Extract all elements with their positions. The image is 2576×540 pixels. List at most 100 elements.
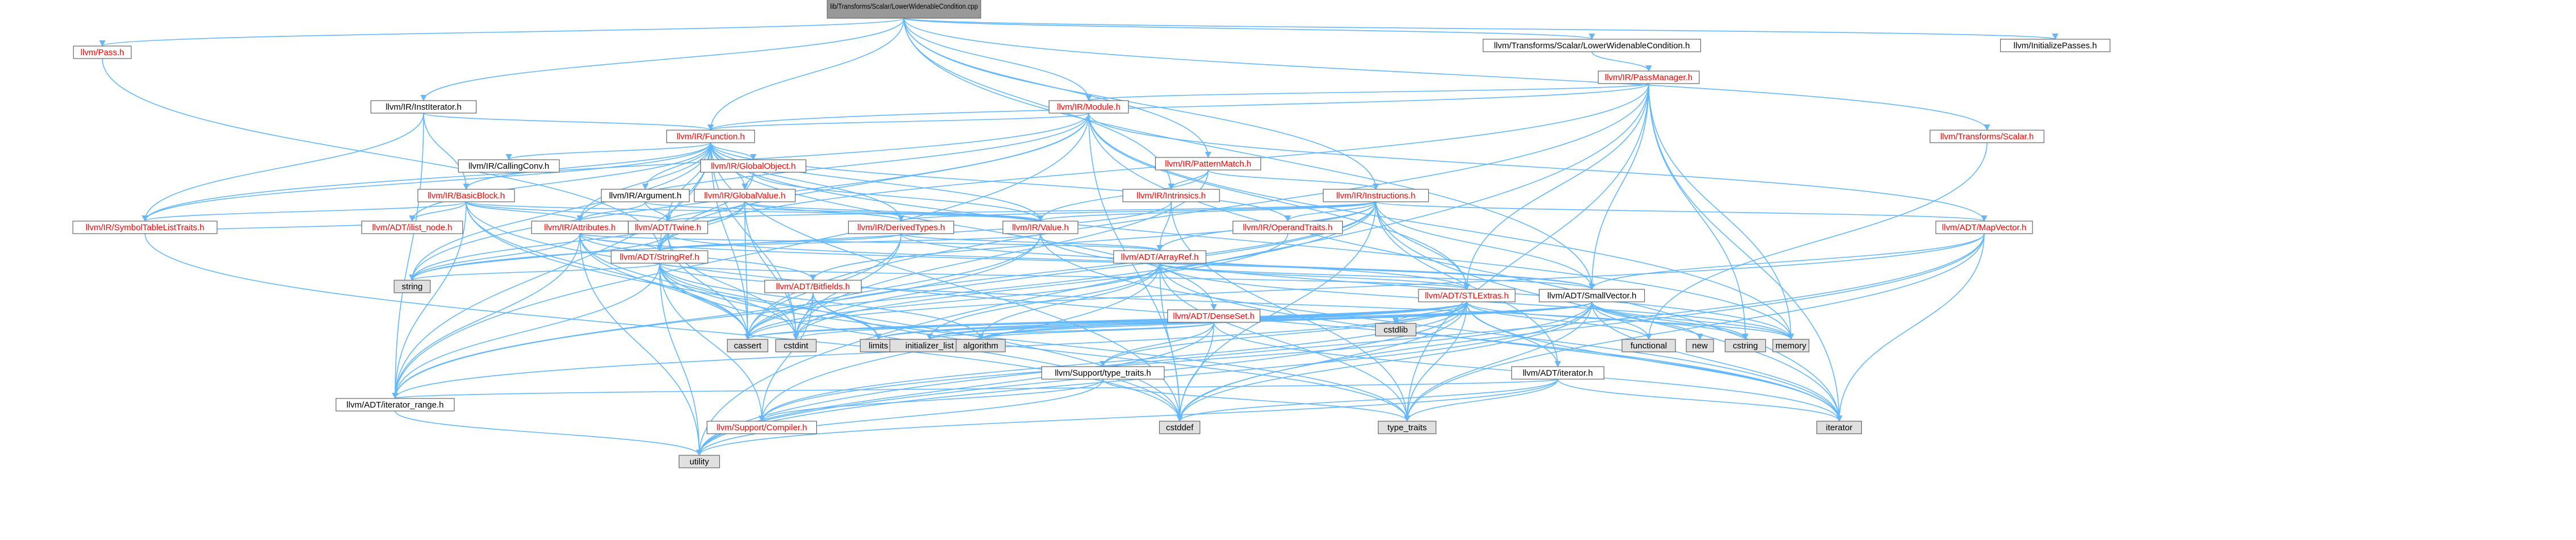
node-box: [73, 45, 132, 59]
node-intrinsics[interactable]: llvm/IR/Intrinsics.h: [1122, 189, 1220, 202]
node-globalvalue[interactable]: llvm/IR/GlobalValue.h: [694, 189, 796, 202]
node-cstdlib: cstdlib: [1375, 323, 1417, 337]
node-box: [1598, 70, 1700, 84]
node-label: llvm/ADT/StringRef.h: [620, 252, 699, 262]
node-label: llvm/Support/type_traits.h: [1055, 368, 1151, 378]
node-stlextras[interactable]: llvm/ADT/STLExtras.h: [1418, 289, 1516, 302]
node-bitfields[interactable]: llvm/ADT/Bitfields.h: [764, 280, 862, 293]
node-box: [1724, 339, 1766, 352]
edge-arrayref-to-smallvector: [1159, 263, 1595, 290]
edge-mapvector-to-utility: [696, 233, 1985, 456]
node-adtiterator[interactable]: llvm/ADT/iterator.h: [1511, 366, 1604, 380]
node-derivedtypes[interactable]: llvm/IR/DerivedTypes.h: [848, 221, 955, 234]
node-argument[interactable]: llvm/IR/Argument.h: [600, 189, 690, 202]
edge-function-to-cstdint: [710, 142, 799, 340]
node-label: llvm/IR/Attributes.h: [544, 223, 616, 232]
edge-module-to-symtab: [142, 113, 1089, 222]
node-box: [956, 339, 1006, 352]
edge-function-to-operandtraits: [710, 142, 1291, 222]
edge-module-to-stlextras: [1088, 113, 1470, 290]
edge-root-to-module: [903, 18, 1092, 102]
node-instructions[interactable]: llvm/IR/Instructions.h: [1322, 189, 1429, 202]
node-label: utility: [690, 457, 710, 467]
edge-institer-to-symtab: [142, 113, 424, 222]
edge-adtiterator-to-utility: [696, 379, 1558, 456]
node-typetraitsllvm[interactable]: llvm/Support/type_traits.h: [1041, 366, 1165, 380]
edge-smallvector-to-new: [1591, 301, 1703, 340]
node-box: [1113, 250, 1206, 264]
node-label: llvm/ADT/ilist_node.h: [372, 223, 453, 232]
node-box: [848, 221, 955, 234]
node-value[interactable]: llvm/IR/Value.h: [1002, 221, 1078, 234]
node-module[interactable]: llvm/IR/Module.h: [1048, 100, 1129, 114]
node-lowerwc[interactable]: llvm/Transforms/Scalar/LowerWidenableCon…: [1483, 39, 1702, 52]
node-attributes[interactable]: llvm/IR/Attributes.h: [531, 221, 629, 234]
node-operandtraits[interactable]: llvm/IR/OperandTraits.h: [1233, 221, 1343, 234]
edge-twine-to-string: [409, 233, 669, 281]
edge-stringref-to-iterrange: [392, 263, 660, 400]
node-basicblock[interactable]: llvm/IR/BasicBlock.h: [417, 189, 515, 202]
edge-value-to-cassert: [744, 233, 1041, 340]
edge-basicblock-to-iterator: [466, 201, 1843, 422]
edge-instructions-to-bitfields: [810, 201, 1376, 281]
node-label: initializer_list: [905, 341, 954, 351]
node-iterrange[interactable]: llvm/ADT/iterator_range.h: [335, 398, 455, 412]
node-globalobject[interactable]: llvm/IR/GlobalObject.h: [700, 159, 807, 173]
node-box: [361, 221, 463, 234]
dependency-edges: [99, 18, 2058, 456]
edge-smallvector-to-cstring: [1591, 301, 1749, 340]
edge-value-to-iterrange: [392, 233, 1041, 400]
edge-root-to-lowerwc: [903, 18, 1595, 40]
node-box: [678, 455, 720, 468]
edge-globalvalue-to-value: [744, 201, 1044, 222]
edge-instructions-to-smallvector: [1375, 201, 1595, 290]
node-box: [1686, 339, 1714, 352]
edge-globalvalue-to-cassert: [744, 201, 751, 340]
edge-module-to-iterator: [1088, 113, 1843, 422]
node-denseset[interactable]: llvm/ADT/DenseSet.h: [1167, 309, 1260, 323]
node-ilistnode[interactable]: llvm/ADT/ilist_node.h: [361, 221, 463, 234]
node-arrayref[interactable]: llvm/ADT/ArrayRef.h: [1113, 250, 1206, 264]
edge-root-to-smallvector: [903, 18, 1595, 290]
node-callingconv[interactable]: llvm/IR/CallingConv.h: [458, 159, 560, 173]
node-box: [72, 221, 218, 234]
node-box: [1935, 221, 2033, 234]
node-initpasses[interactable]: llvm/InitializePasses.h: [2000, 39, 2111, 52]
edge-smallvector-to-iterator: [1591, 301, 1843, 422]
node-twine[interactable]: llvm/ADT/Twine.h: [628, 221, 708, 234]
edge-basicblock-to-symtab: [142, 201, 467, 222]
edge-instructions-to-value: [1037, 201, 1376, 222]
edge-adtiterator-to-iterator: [1557, 379, 1843, 422]
node-box: [827, 0, 981, 19]
node-scalar[interactable]: llvm/Transforms/Scalar.h: [1930, 130, 2044, 143]
edge-stlextras-to-functional: [1466, 301, 1652, 340]
edge-bitfields-to-typetraits: [812, 292, 1411, 422]
node-label: cassert: [734, 341, 762, 351]
node-stringref[interactable]: llvm/ADT/StringRef.h: [611, 250, 708, 264]
node-root[interactable]: lib/Transforms/Scalar/LowerWidenableCond…: [827, 0, 981, 19]
node-string: string: [393, 280, 431, 293]
edge-function-to-symtab: [142, 142, 711, 222]
node-smallvector[interactable]: llvm/ADT/SmallVector.h: [1538, 289, 1645, 302]
node-function[interactable]: llvm/IR/Function.h: [666, 130, 755, 143]
edge-root-to-function: [707, 18, 905, 131]
node-institer[interactable]: llvm/IR/InstIterator.h: [370, 100, 477, 114]
edge-stringref-to-compiler: [659, 263, 765, 422]
node-box: [1538, 289, 1645, 302]
node-box: [417, 189, 515, 202]
edge-institer-to-function: [423, 113, 714, 131]
node-label: new: [1692, 341, 1708, 351]
edge-value-to-iterator: [1040, 233, 1843, 422]
node-label: cstdint: [783, 341, 808, 351]
node-pass[interactable]: llvm/Pass.h: [73, 45, 132, 59]
node-patternmatch[interactable]: llvm/IR/PatternMatch.h: [1155, 157, 1262, 171]
node-mapvector[interactable]: llvm/ADT/MapVector.h: [1935, 221, 2033, 234]
dependency-nodes: lib/Transforms/Scalar/LowerWidenableCond…: [72, 0, 2111, 468]
node-label: llvm/Pass.h: [81, 48, 125, 57]
node-label: llvm/ADT/iterator_range.h: [347, 400, 444, 410]
node-symtab[interactable]: llvm/IR/SymbolTableListTraits.h: [72, 221, 218, 234]
node-compiler[interactable]: llvm/Support/Compiler.h: [706, 421, 817, 434]
edge-attributes-to-iterrange: [392, 233, 580, 400]
node-passmgr[interactable]: llvm/IR/PassManager.h: [1598, 70, 1700, 84]
node-cassert: cassert: [727, 339, 769, 352]
